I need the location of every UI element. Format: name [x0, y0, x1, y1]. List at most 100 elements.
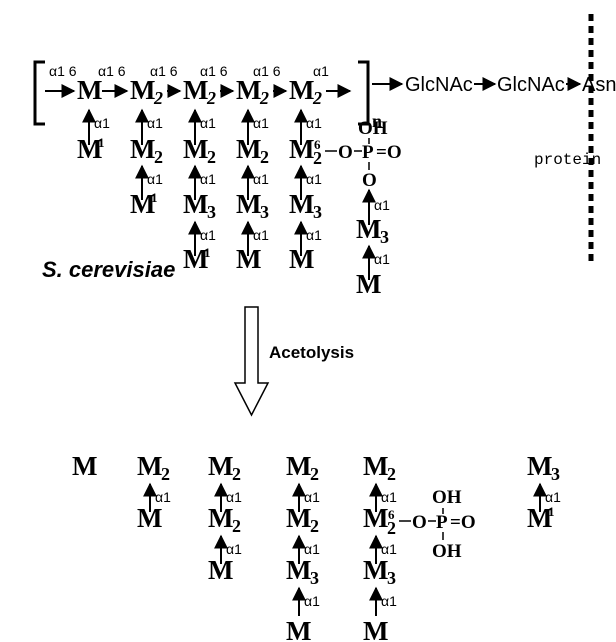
- svg-text:M: M: [236, 134, 261, 164]
- svg-text:M: M: [286, 503, 311, 533]
- svg-text:M: M: [130, 189, 155, 219]
- link-a16-2: α1 6: [98, 63, 126, 79]
- product-m2: M 2 α1 M: [137, 451, 171, 533]
- svg-text:M: M: [137, 503, 162, 533]
- svg-text:2: 2: [161, 464, 170, 484]
- backbone-m-5-sub: 2: [312, 88, 322, 108]
- svg-text:M: M: [356, 214, 381, 244]
- svg-text:α1: α1: [226, 541, 242, 557]
- svg-text:6: 6: [314, 137, 321, 152]
- svg-text:OH: OH: [432, 487, 462, 508]
- svg-text:2: 2: [232, 464, 241, 484]
- svg-text:1: 1: [548, 504, 555, 519]
- svg-text:3: 3: [310, 568, 319, 588]
- svg-text:O: O: [362, 170, 377, 191]
- svg-text:2: 2: [313, 148, 322, 168]
- svg-text:α1: α1: [200, 115, 216, 131]
- svg-text:α1: α1: [304, 593, 320, 609]
- side-chain-1: α1 M 1: [77, 108, 110, 164]
- svg-text:3: 3: [260, 202, 269, 222]
- svg-text:M: M: [363, 555, 388, 585]
- svg-text:α1: α1: [306, 115, 322, 131]
- svg-text:P: P: [362, 142, 374, 163]
- svg-text:α1: α1: [94, 115, 110, 131]
- backbone-m-2-sub: 2: [153, 88, 163, 108]
- svg-text:P: P: [436, 512, 448, 533]
- acetolysis-arrow: [233, 306, 270, 417]
- svg-text:α1: α1: [155, 489, 171, 505]
- svg-text:2: 2: [310, 464, 319, 484]
- svg-text:M: M: [363, 616, 388, 642]
- svg-text:M: M: [289, 134, 314, 164]
- svg-text:M: M: [208, 555, 233, 585]
- link-a16-4: α1 6: [200, 63, 228, 79]
- svg-text:α1: α1: [200, 227, 216, 243]
- product-m3: M 2 α1 M 2 α1 M: [208, 451, 242, 585]
- organism-label: S. cerevisiae: [42, 257, 175, 282]
- product-m4: M 2 α1 M 2 α1 M 3 α1 M: [286, 451, 320, 642]
- svg-text:M: M: [527, 451, 552, 481]
- svg-text:=O: =O: [450, 512, 476, 533]
- svg-text:M: M: [289, 244, 314, 274]
- side-chain-2: α1 M 2 α1 M 1: [130, 108, 163, 219]
- svg-text:M: M: [236, 244, 261, 274]
- svg-text:M: M: [77, 134, 102, 164]
- svg-text:α1: α1: [253, 227, 269, 243]
- svg-text:α1: α1: [253, 171, 269, 187]
- backbone-m-4: M: [236, 75, 261, 105]
- backbone-bracket: [33, 60, 370, 126]
- svg-text:α1: α1: [381, 593, 397, 609]
- svg-text:OH: OH: [432, 541, 462, 562]
- side-chain-4: α1 M 2 α1 M 3 α1 M: [236, 108, 269, 274]
- svg-text:3: 3: [387, 568, 396, 588]
- svg-text:3: 3: [380, 227, 389, 247]
- svg-text:3: 3: [313, 202, 322, 222]
- svg-text:α1: α1: [147, 115, 163, 131]
- svg-text:M: M: [208, 451, 233, 481]
- svg-text:O: O: [338, 142, 353, 163]
- glcnac-1: GlcNAc: [405, 74, 473, 96]
- svg-text:1: 1: [98, 135, 105, 150]
- svg-text:3: 3: [207, 202, 216, 222]
- svg-text:M: M: [236, 189, 261, 219]
- svg-text:α1: α1: [374, 197, 390, 213]
- repeat-n-label: n: [372, 111, 382, 131]
- svg-text:α1: α1: [304, 489, 320, 505]
- svg-text:1: 1: [204, 245, 211, 260]
- svg-text:α1: α1: [304, 541, 320, 557]
- svg-text:=O: =O: [376, 142, 402, 163]
- link-a16-5: α1 6: [253, 63, 281, 79]
- svg-text:α1: α1: [226, 489, 242, 505]
- svg-text:α1: α1: [253, 115, 269, 131]
- svg-text:3: 3: [551, 464, 560, 484]
- svg-text:M: M: [183, 134, 208, 164]
- svg-text:α1: α1: [306, 227, 322, 243]
- side-chain-3: α1 M 2 α1 M 3 α1 M 1: [183, 108, 216, 274]
- svg-text:α1: α1: [381, 541, 397, 557]
- svg-text:2: 2: [232, 516, 241, 536]
- svg-text:2: 2: [387, 518, 396, 538]
- product-m1: M: [72, 451, 97, 481]
- backbone-m-5: M: [289, 75, 314, 105]
- svg-text:M: M: [356, 269, 381, 299]
- svg-text:M: M: [363, 503, 388, 533]
- svg-text:2: 2: [387, 464, 396, 484]
- svg-text:1: 1: [151, 190, 158, 205]
- svg-text:M: M: [183, 244, 208, 274]
- svg-text:2: 2: [260, 147, 269, 167]
- link-a16-1: α1 6: [49, 63, 77, 79]
- svg-text:M: M: [363, 451, 388, 481]
- svg-text:M: M: [137, 451, 162, 481]
- svg-text:M: M: [183, 189, 208, 219]
- svg-text:2: 2: [207, 147, 216, 167]
- svg-text:α1: α1: [306, 171, 322, 187]
- reducing-end-chain: GlcNAc GlcNAc Asn: [372, 74, 616, 96]
- svg-text:M: M: [286, 555, 311, 585]
- svg-text:M: M: [286, 451, 311, 481]
- svg-text:M: M: [208, 503, 233, 533]
- svg-text:M: M: [72, 451, 97, 481]
- svg-text:M: M: [289, 189, 314, 219]
- backbone-m-3: M: [183, 75, 208, 105]
- svg-text:α1: α1: [374, 251, 390, 267]
